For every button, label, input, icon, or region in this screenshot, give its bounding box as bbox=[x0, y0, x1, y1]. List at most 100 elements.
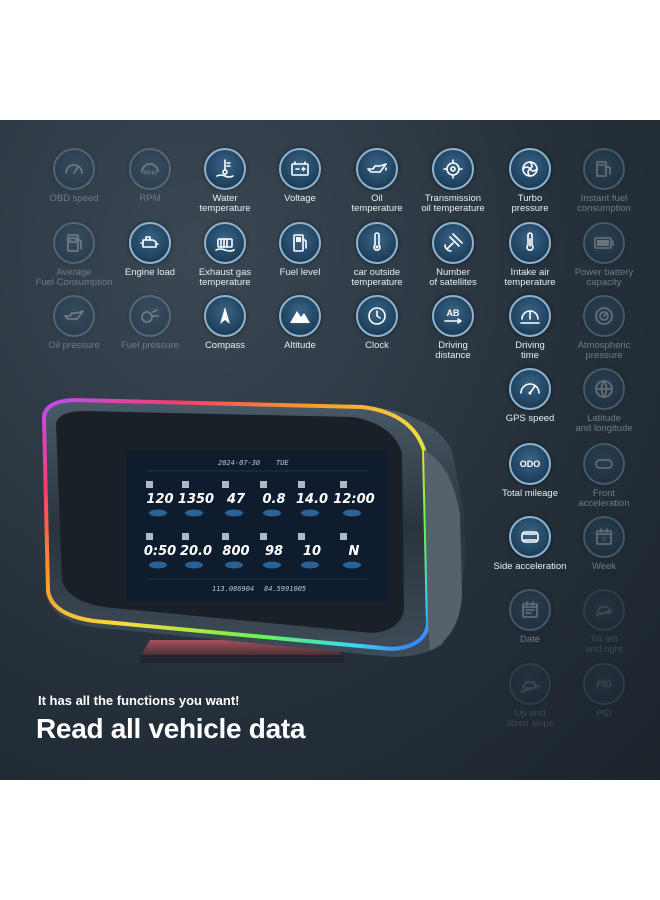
feature-label: PID bbox=[596, 708, 612, 719]
svg-text:ODO: ODO bbox=[520, 459, 541, 469]
feature-label: Driving time bbox=[515, 340, 545, 361]
screen-readout-base bbox=[343, 561, 361, 569]
feature-label: Tilt left and right bbox=[585, 634, 623, 655]
thermometer-icon bbox=[356, 222, 398, 264]
screen-readout: 800 bbox=[222, 544, 249, 559]
feature-speedometer: OBD speed bbox=[32, 148, 116, 204]
barometer-icon bbox=[583, 295, 625, 337]
svg-text:7: 7 bbox=[602, 538, 606, 544]
feature-label: Engine load bbox=[124, 267, 176, 278]
screen-readout: 10 bbox=[303, 544, 321, 559]
intake-thermometer-icon bbox=[509, 222, 551, 264]
screen-coord-a: 113.086904 bbox=[212, 585, 254, 593]
screen-readout-icon bbox=[298, 481, 305, 488]
feature-label: Voltage bbox=[284, 193, 316, 204]
rpm-gauge-icon: RPM bbox=[129, 148, 171, 190]
engine-icon bbox=[129, 222, 171, 264]
screen-readout-icon bbox=[182, 533, 189, 540]
water-temperature-icon bbox=[204, 148, 246, 190]
feature-water-temperature: Water temperature bbox=[183, 148, 267, 214]
speedometer-icon bbox=[53, 148, 95, 190]
screen-readout-base bbox=[149, 561, 167, 569]
feature-gps-speedometer: GPS speed bbox=[488, 368, 572, 424]
globe-icon bbox=[583, 368, 625, 410]
screen-readout: 1350 bbox=[178, 492, 214, 507]
feature-label: Oil temperature bbox=[351, 193, 403, 214]
feature-gear: Transmission oil temperature bbox=[411, 148, 495, 214]
feature-exhaust: Exhaust gas temperature bbox=[183, 222, 267, 288]
feature-label: Driving distance bbox=[435, 340, 471, 361]
screen-readout-icon bbox=[146, 481, 153, 488]
screen-readout: 98 bbox=[265, 544, 283, 559]
feature-satellite: Number of satellites bbox=[411, 222, 495, 288]
feature-label: Side acceleration bbox=[493, 561, 567, 572]
feature-turbo: Turbo pressure bbox=[488, 148, 572, 214]
feature-label: Up and down slope bbox=[505, 708, 555, 729]
feature-label: Week bbox=[591, 561, 617, 572]
gps-speedometer-icon bbox=[509, 368, 551, 410]
feature-driving-time: Driving time bbox=[488, 295, 572, 361]
feature-fuel-level: Fuel level bbox=[258, 222, 342, 278]
screen-readout-icon bbox=[182, 481, 189, 488]
screen-readout-icon bbox=[260, 481, 267, 488]
feature-intake-thermometer: Intake air temperature bbox=[488, 222, 572, 288]
feature-label: Power battery capacity bbox=[574, 267, 634, 288]
feature-label: Instant fuel consumption bbox=[577, 193, 631, 214]
feature-battery-capacity: Power battery capacity bbox=[562, 222, 646, 288]
fuel-pressure-icon bbox=[129, 295, 171, 337]
feature-label: Atmospheric pressure bbox=[577, 340, 631, 361]
feature-battery: Voltage bbox=[258, 148, 342, 204]
fuel-level-icon bbox=[279, 222, 321, 264]
screen-readout-base bbox=[263, 509, 281, 517]
screen-readout-base bbox=[225, 561, 243, 569]
satellite-icon bbox=[432, 222, 474, 264]
mountain-icon bbox=[279, 295, 321, 337]
feature-label: Exhaust gas temperature bbox=[198, 267, 252, 288]
tagline: It has all the functions you want! bbox=[38, 693, 240, 708]
feature-clock: Clock bbox=[335, 295, 419, 351]
headline: Read all vehicle data bbox=[36, 713, 306, 744]
compass-icon bbox=[204, 295, 246, 337]
gear-icon bbox=[432, 148, 474, 190]
screen-readout-icon bbox=[222, 481, 229, 488]
fuel-gauge-icon bbox=[53, 222, 95, 264]
oil-can-icon bbox=[356, 148, 398, 190]
screen-readout-base bbox=[301, 561, 319, 569]
fuel-pump-icon bbox=[583, 148, 625, 190]
screen-readout: 0:50 bbox=[144, 544, 176, 559]
tilt-car-icon bbox=[583, 589, 625, 631]
calendar-date-icon bbox=[509, 589, 551, 631]
screen-coord-b: 84.5991005 bbox=[264, 585, 306, 593]
feature-engine: Engine load bbox=[108, 222, 192, 278]
side-acceleration-icon bbox=[509, 516, 551, 558]
pid-icon: PID bbox=[583, 663, 625, 705]
feature-tilt-car: Tilt left and right bbox=[562, 589, 646, 655]
screen-readout-base bbox=[301, 509, 319, 517]
screen-readout-base bbox=[185, 509, 203, 517]
svg-text:RPM: RPM bbox=[143, 171, 156, 177]
screen-readout-icon bbox=[222, 533, 229, 540]
turbo-icon bbox=[509, 148, 551, 190]
feature-mountain: Altitude bbox=[258, 295, 342, 351]
battery-icon bbox=[279, 148, 321, 190]
feature-label: Front acceleration bbox=[578, 488, 630, 509]
oil-pressure-icon bbox=[53, 295, 95, 337]
screen-readout-icon bbox=[298, 533, 305, 540]
screen-readout: 0.8 bbox=[262, 492, 285, 507]
feature-label: Average Fuel Consumption bbox=[35, 267, 113, 288]
svg-text:PID: PID bbox=[596, 679, 612, 689]
screen-readout: 12:00 bbox=[333, 492, 374, 507]
feature-label: Fuel level bbox=[279, 267, 321, 278]
distance-ab-icon: AB bbox=[432, 295, 474, 337]
feature-label: Altitude bbox=[284, 340, 316, 351]
screen-readout-icon bbox=[146, 533, 153, 540]
front-acceleration-icon bbox=[583, 443, 625, 485]
feature-label: Date bbox=[519, 634, 541, 645]
feature-label: Water temperature bbox=[199, 193, 251, 214]
screen-readout-base bbox=[149, 509, 167, 517]
